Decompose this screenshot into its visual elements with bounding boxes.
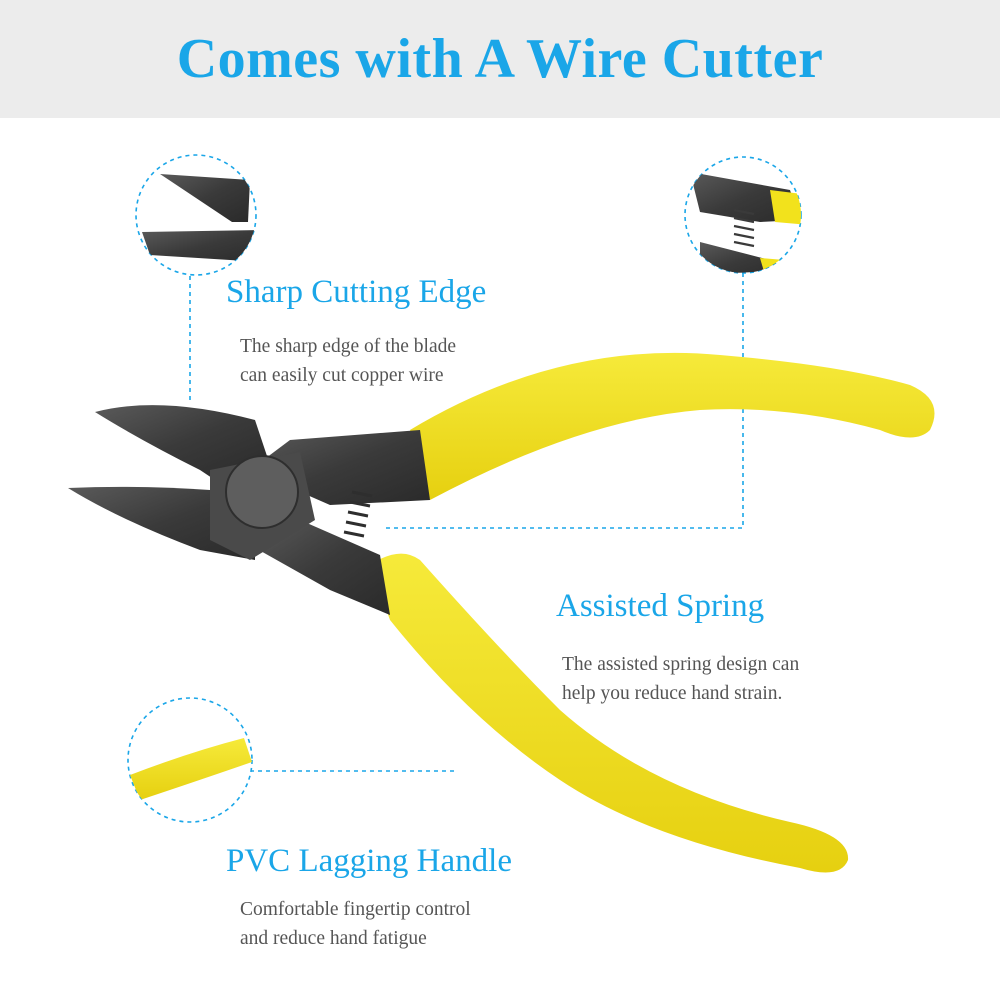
feature-title-assisted-spring: Assisted Spring xyxy=(556,588,765,624)
page-title: Comes with A Wire Cutter xyxy=(176,28,824,90)
spring-detail-icon xyxy=(684,156,802,274)
feature-title-cutting-edge: Sharp Cutting Edge xyxy=(226,274,487,310)
feature-desc-line: and reduce hand fatigue xyxy=(240,928,427,949)
wire-cutter-pliers-icon xyxy=(68,352,935,873)
handle-detail-icon xyxy=(127,697,253,823)
feature-desc-line: The assisted spring design can xyxy=(562,654,800,675)
feature-desc-line: Comfortable fingertip control xyxy=(240,899,471,920)
feature-title-pvc-handle: PVC Lagging Handle xyxy=(226,843,512,879)
feature-desc-assisted-spring: The assisted spring design can help you … xyxy=(562,650,799,708)
cutting-edge-detail-icon xyxy=(135,154,257,276)
feature-desc-pvc-handle: Comfortable fingertip control and reduce… xyxy=(240,895,471,953)
feature-desc-line: help you reduce hand strain. xyxy=(562,683,783,704)
header-banner: Comes with A Wire Cutter xyxy=(0,0,1000,118)
feature-desc-cutting-edge: The sharp edge of the blade can easily c… xyxy=(240,332,456,390)
leader-lines xyxy=(189,273,744,772)
feature-desc-line: can easily cut copper wire xyxy=(240,365,444,386)
feature-desc-line: The sharp edge of the blade xyxy=(240,336,457,357)
